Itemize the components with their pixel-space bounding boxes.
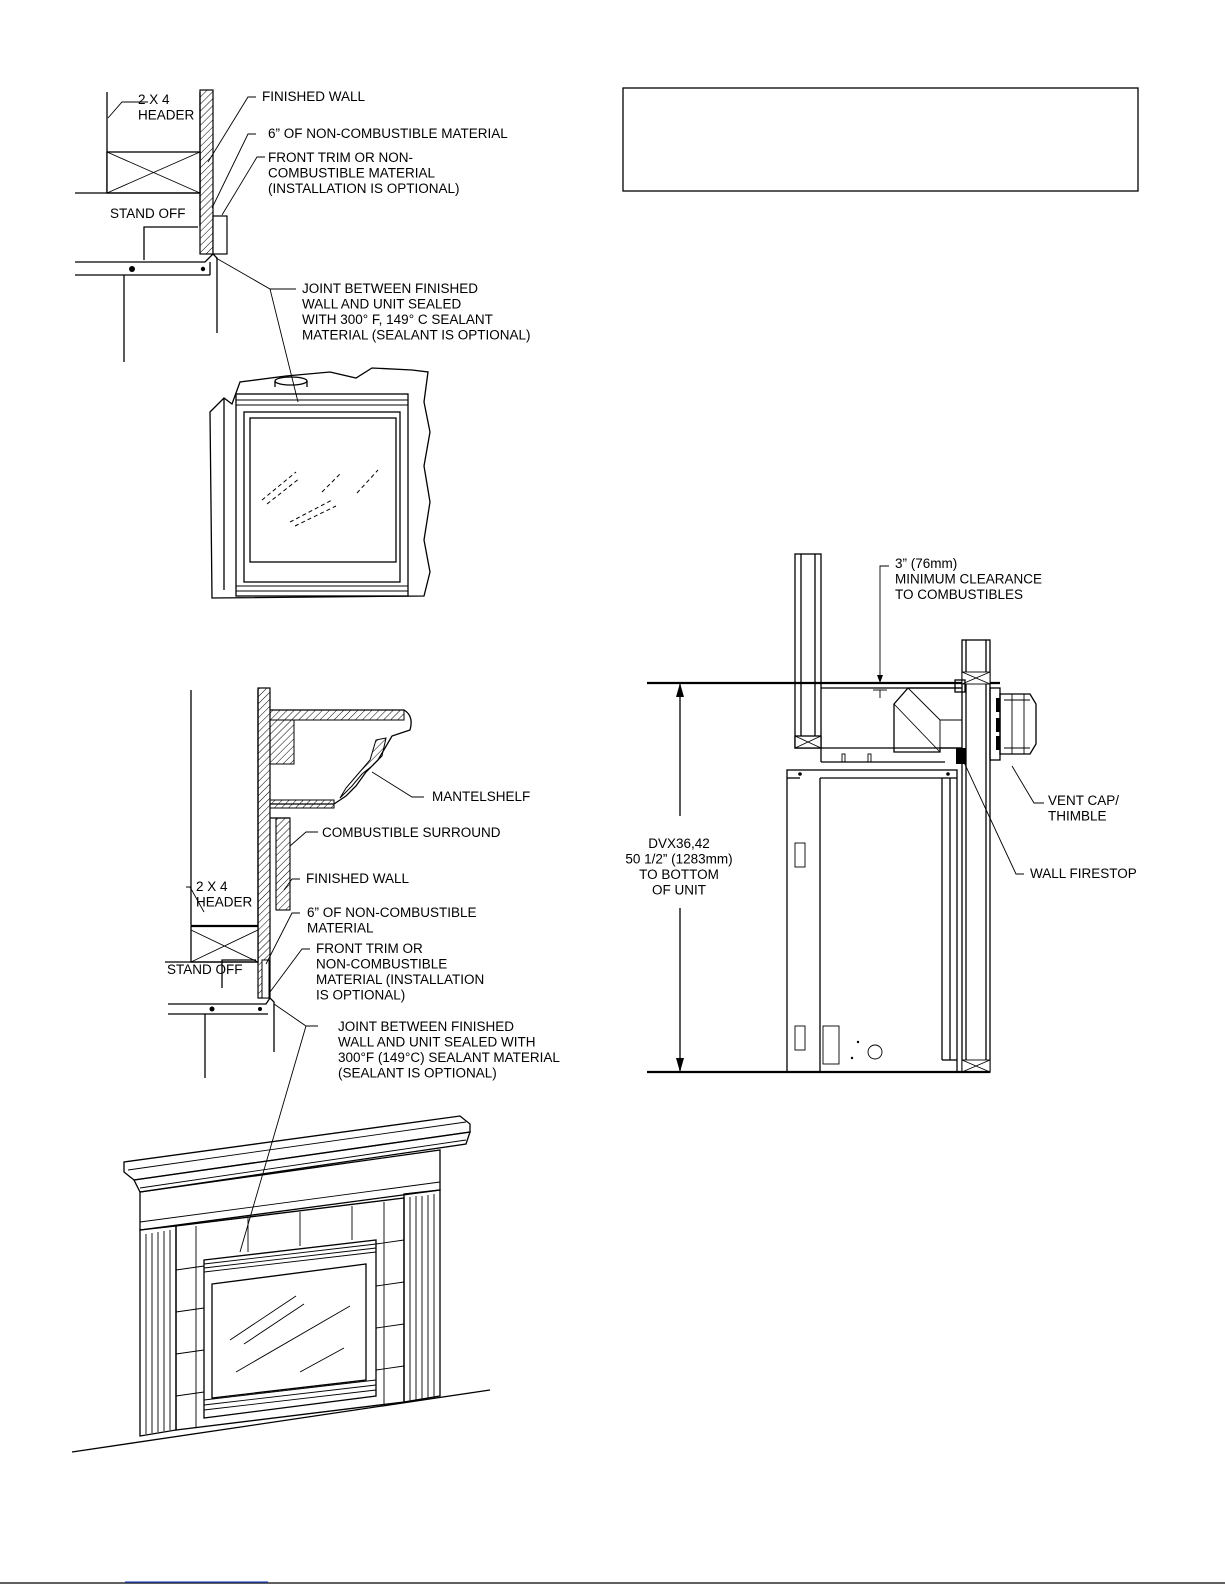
vent-cap <box>989 687 1037 761</box>
label-stand-off-2: STAND OFF <box>167 962 243 977</box>
label-wall-firestop: WALL FIRESTOP <box>1030 866 1137 881</box>
finished-wall <box>199 89 214 255</box>
figure-2-fireplace-view <box>71 1115 491 1453</box>
label-finished-wall: FINISHED WALL <box>262 89 366 104</box>
stud-block <box>794 735 822 749</box>
label-combustible-surround: COMBUSTIBLE SURROUND <box>322 825 501 840</box>
header-block-2 <box>190 924 259 963</box>
label-mantelshelf: MANTELSHELF <box>432 789 530 804</box>
figure-1-fireplace-view <box>209 367 431 599</box>
label-non-combustible: 6” OF NON-COMBUSTIBLE MATERIAL <box>268 126 508 141</box>
label-vent-cap: VENT CAP/THIMBLE <box>1048 793 1119 824</box>
front-trim <box>212 215 228 255</box>
wall-firestop <box>956 748 966 764</box>
figure-2-mantel-detail: MANTELSHELF COMBUSTIBLE SURROUND FINISHE… <box>165 687 560 1253</box>
label-stand-off: STAND OFF <box>110 206 186 221</box>
header-block <box>106 151 201 194</box>
note-box <box>622 87 1139 192</box>
finished-wall-2 <box>257 687 271 999</box>
combustible-surround <box>275 817 291 911</box>
front-trim-2 <box>261 959 270 999</box>
label-front-trim: FRONT TRIM OR NON-COMBUSTIBLE MATERIAL(I… <box>268 150 460 196</box>
label-finished-wall-2: FINISHED WALL <box>306 871 410 886</box>
mantelshelf <box>269 709 412 809</box>
